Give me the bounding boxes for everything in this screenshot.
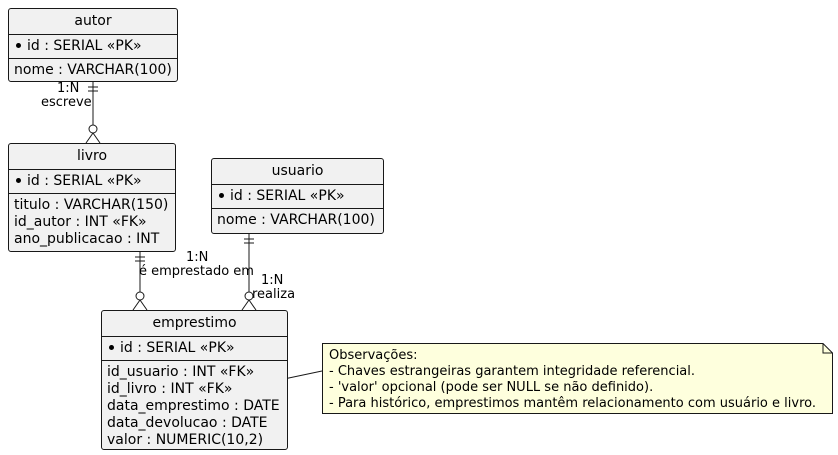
- field-row: data_emprestimo : DATE: [107, 398, 280, 414]
- relation-livro-emprestimo: [132, 252, 148, 311]
- entity-pk-section: id : SERIAL «PK»: [9, 169, 175, 194]
- pk-row: id : SERIAL «PK»: [14, 173, 170, 190]
- pk-text: id : SERIAL «PK»: [230, 188, 345, 204]
- relation-autor-livro: [85, 82, 101, 144]
- cardinality-label: 1:N: [57, 81, 80, 96]
- pk-text: id : SERIAL «PK»: [27, 38, 142, 54]
- field-row: titulo : VARCHAR(150): [14, 197, 169, 213]
- note-line: - Chaves estrangeiras garantem integrida…: [329, 364, 696, 379]
- entity-pk-section: id : SERIAL «PK»: [9, 34, 177, 59]
- relation-label: escreve: [41, 95, 92, 110]
- note-text: Observações: - Chaves estrangeiras garan…: [329, 348, 816, 412]
- relation-usuario-emprestimo: [241, 234, 257, 311]
- entity-title: livro: [76, 148, 108, 164]
- entity-fields-section: id_usuario : INT «FK» id_livro : INT «FK…: [102, 361, 287, 452]
- pk-text: id : SERIAL «PK»: [120, 340, 235, 356]
- entity-autor[interactable]: autor id : SERIAL «PK» nome : VARCHAR(10…: [8, 8, 178, 82]
- field-row: data_devolucao : DATE: [107, 415, 268, 431]
- field-row: id_usuario : INT «FK»: [107, 364, 255, 380]
- key-bullet-icon: [109, 344, 114, 350]
- pk-row: id : SERIAL «PK»: [14, 38, 172, 55]
- note-shape: [322, 343, 833, 414]
- entity-fields-section: nome : VARCHAR(100): [9, 59, 177, 82]
- entity-fields-section: titulo : VARCHAR(150) id_autor : INT «FK…: [9, 194, 175, 251]
- entity-title: usuario: [271, 163, 324, 179]
- entity-usuario[interactable]: usuario id : SERIAL «PK» nome : VARCHAR(…: [211, 158, 384, 234]
- entity-pk-section: id : SERIAL «PK»: [212, 184, 383, 209]
- relation-label: é emprestado em: [139, 264, 254, 279]
- field-row: id_livro : INT «FK»: [107, 381, 233, 397]
- entity-livro[interactable]: livro id : SERIAL «PK» titulo : VARCHAR(…: [8, 143, 176, 252]
- field-row: valor : NUMERIC(10,2): [107, 432, 264, 448]
- entity-title: autor: [74, 13, 112, 29]
- note-connector: [283, 370, 323, 380]
- key-bullet-icon: [16, 42, 21, 48]
- pk-row: id : SERIAL «PK»: [217, 188, 378, 205]
- note: Observações: - Chaves estrangeiras garan…: [322, 343, 833, 414]
- note-line: - Para histórico, emprestimos mantêm rel…: [329, 396, 816, 411]
- entity-emprestimo[interactable]: emprestimo id : SERIAL «PK» id_usuario :…: [101, 310, 288, 450]
- entity-title: emprestimo: [152, 315, 237, 331]
- relation-label: realiza: [252, 287, 296, 302]
- entity-pk-section: id : SERIAL «PK»: [102, 336, 287, 361]
- field-row: nome : VARCHAR(100): [14, 62, 172, 78]
- note-line: - 'valor' opcional (pode ser NULL se não…: [329, 380, 654, 395]
- field-row: ano_publicacao : INT: [14, 231, 160, 247]
- pk-text: id : SERIAL «PK»: [27, 173, 142, 189]
- field-row: id_autor : INT «FK»: [14, 214, 147, 230]
- cardinality-label: 1:N: [186, 250, 209, 265]
- key-bullet-icon: [16, 177, 21, 183]
- note-line: Observações:: [329, 348, 418, 363]
- field-row: nome : VARCHAR(100): [217, 212, 375, 228]
- pk-row: id : SERIAL «PK»: [107, 340, 282, 357]
- cardinality-label: 1:N: [261, 273, 284, 288]
- entity-fields-section: nome : VARCHAR(100): [212, 209, 383, 232]
- key-bullet-icon: [219, 192, 224, 198]
